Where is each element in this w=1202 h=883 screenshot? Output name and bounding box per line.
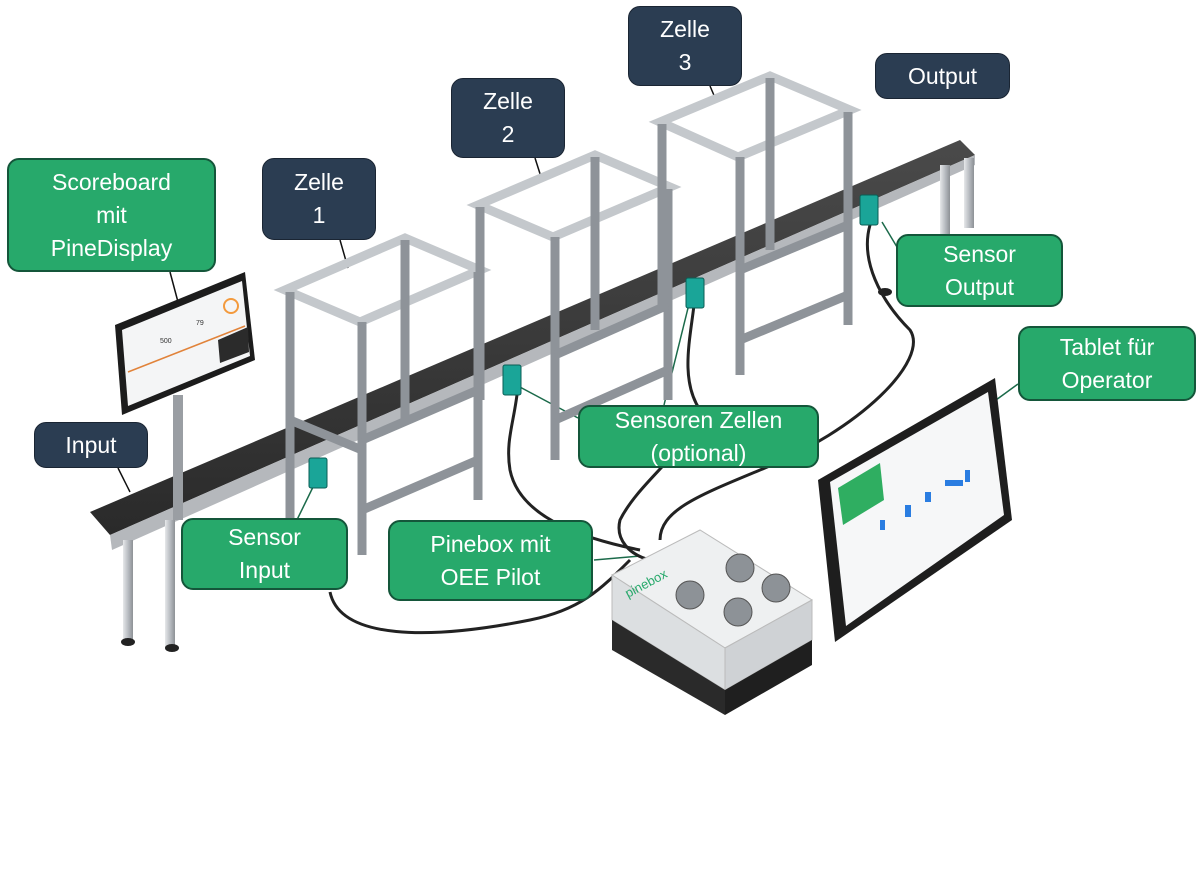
label-input: Input [34, 422, 148, 468]
cell-2-frame [466, 150, 682, 460]
label-sensor-output: Sensor Output [896, 234, 1063, 307]
label-zelle-2: Zelle 2 [451, 78, 565, 158]
label-tablet: Tablet für Operator [1018, 326, 1196, 401]
label-zelle-3: Zelle 3 [628, 6, 742, 86]
label-line: Scoreboard [52, 168, 171, 195]
conveyor-leg [123, 540, 133, 645]
scoreboard-value-1: 500 [160, 338, 172, 345]
label-line: (optional) [650, 439, 747, 466]
conveyor-belt [90, 140, 975, 535]
label-sensoren-zellen: Sensoren Zellen (optional) [578, 405, 819, 468]
label-line: Sensoren Zellen [614, 406, 783, 433]
label-line: OEE Pilot [440, 563, 541, 590]
label-line: PineDisplay [50, 234, 173, 261]
label-line: Sensor [943, 240, 1016, 267]
conveyor-rail [110, 155, 975, 550]
operator-tablet [818, 378, 1012, 642]
sensor-input-device [308, 457, 328, 489]
label-line: Sensor [228, 524, 301, 550]
label-zelle-1: Zelle 1 [262, 158, 376, 240]
cell-3-frame [648, 71, 862, 375]
label-sensor-input: Sensor Input [181, 518, 348, 590]
label-line: Tablet für [1059, 333, 1155, 360]
label-line: Pinebox mit [430, 530, 551, 557]
label-output: Output [875, 53, 1010, 99]
label-line: Zelle [660, 16, 710, 42]
conveyor [90, 140, 975, 652]
label-line: Output [907, 62, 978, 89]
label-line: Input [65, 431, 117, 458]
label-line: mit [96, 201, 127, 228]
label-line: Output [944, 273, 1015, 300]
label-scoreboard: Scoreboard mit PineDisplay [7, 158, 216, 272]
label-line: Zelle [294, 169, 344, 195]
sensors [308, 194, 879, 489]
pinebox-device: pinebox [611, 529, 813, 715]
sensor-cell-2-device [685, 277, 705, 309]
label-line: Zelle [483, 88, 533, 114]
label-line: Input [238, 557, 291, 583]
sensor-output-device [859, 194, 879, 226]
label-line: 1 [312, 202, 326, 228]
label-line: Operator [1061, 366, 1153, 393]
label-pinebox: Pinebox mit OEE Pilot [388, 520, 593, 601]
scoreboard-value-2: 79 [196, 320, 204, 327]
sensor-cell-1-device [502, 364, 522, 396]
label-line: 3 [678, 49, 692, 75]
scoreboard-display: 500 79 [115, 272, 255, 520]
label-line: 2 [501, 121, 515, 147]
